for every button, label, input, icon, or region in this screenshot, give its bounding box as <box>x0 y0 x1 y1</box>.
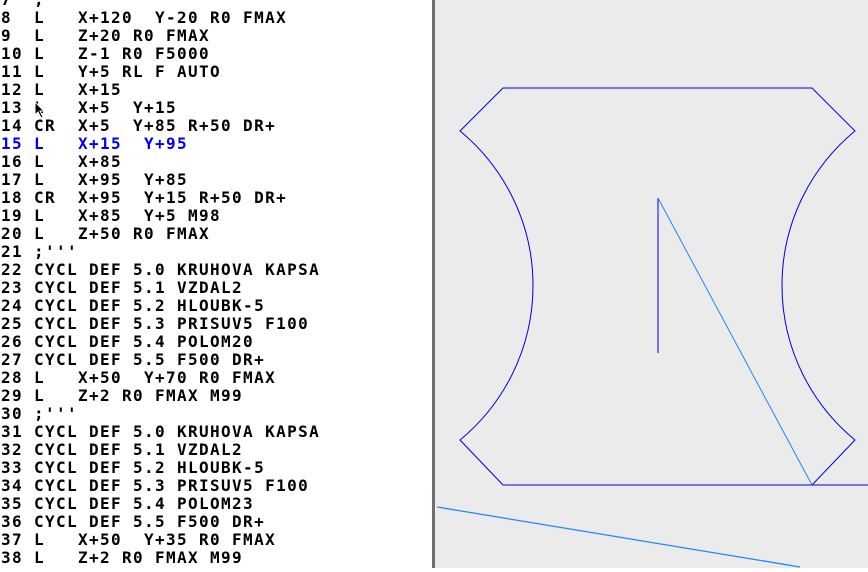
program-line[interactable]: 19 L X+85 Y+5 M98 <box>1 206 222 225</box>
program-line[interactable]: 8 L X+120 Y-20 R0 FMAX <box>1 8 288 27</box>
program-line[interactable]: 35 CYCL DEF 5.4 POLOM23 <box>1 494 255 513</box>
program-line[interactable]: 28 L X+50 Y+70 R0 FMAX <box>1 368 277 387</box>
program-line[interactable]: 31 CYCL DEF 5.0 KRUHOVA KAPSA <box>1 422 321 441</box>
program-line[interactable]: 16 L X+85 <box>1 152 123 171</box>
program-line[interactable]: 7 ; <box>1 0 320 9</box>
toolpath-canvas <box>436 87 868 568</box>
toolpath-graphic-view <box>435 0 868 568</box>
program-line[interactable]: 12 L X+15 <box>1 80 123 99</box>
program-line[interactable]: 30 ;''' <box>1 404 79 423</box>
program-line[interactable]: 32 CYCL DEF 5.1 VZDAL2 <box>1 440 244 459</box>
program-line[interactable]: 26 CYCL DEF 5.4 POLOM20 <box>1 332 255 351</box>
program-line[interactable]: 27 CYCL DEF 5.5 F500 DR+ <box>1 350 266 369</box>
program-line[interactable]: 22 CYCL DEF 5.0 KRUHOVA KAPSA <box>1 260 321 279</box>
program-line[interactable]: 37 L X+50 Y+35 R0 FMAX <box>1 530 277 549</box>
program-line[interactable]: 13 L X+5 Y+15 <box>1 98 178 117</box>
mouse-pointer-icon <box>34 101 46 119</box>
program-line[interactable]: 21 ;''' <box>1 242 79 261</box>
rapid-move-diagonal <box>657 197 813 486</box>
program-line[interactable]: 24 CYCL DEF 5.2 HLOUBK-5 <box>1 296 266 315</box>
program-line[interactable]: 14 CR X+5 Y+85 R+50 DR+ <box>1 116 277 135</box>
program-line[interactable]: 25 CYCL DEF 5.3 PRISUV5 F100 <box>1 314 310 333</box>
program-line[interactable]: 23 CYCL DEF 5.1 VZDAL2 <box>1 278 244 297</box>
program-line[interactable]: 15 L X+15 Y+95 <box>1 134 189 153</box>
program-line[interactable]: 10 L Z-1 R0 F5000 <box>1 44 211 63</box>
program-line[interactable]: 34 CYCL DEF 5.3 PRISUV5 F100 <box>1 476 310 495</box>
program-line[interactable]: 36 CYCL DEF 5.5 F500 DR+ <box>1 512 266 531</box>
program-line[interactable]: 18 CR X+95 Y+15 R+50 DR+ <box>1 188 288 207</box>
program-line[interactable]: 29 L Z+2 R0 FMAX M99 <box>1 386 244 405</box>
program-line[interactable]: 20 L Z+50 R0 FMAX <box>1 224 211 243</box>
pane-splitter[interactable] <box>432 0 435 568</box>
program-line[interactable]: 17 L X+95 Y+85 <box>1 170 189 189</box>
program-line[interactable]: 11 L Y+5 RL F AUTO <box>1 62 222 81</box>
program-line[interactable]: 38 L Z+2 R0 FMAX M99 <box>1 548 244 567</box>
program-line[interactable]: 33 CYCL DEF 5.2 HLOUBK-5 <box>1 458 266 477</box>
rapid-move-bottom <box>436 506 801 568</box>
program-line[interactable]: 9 L Z+20 R0 FMAX <box>1 26 211 45</box>
